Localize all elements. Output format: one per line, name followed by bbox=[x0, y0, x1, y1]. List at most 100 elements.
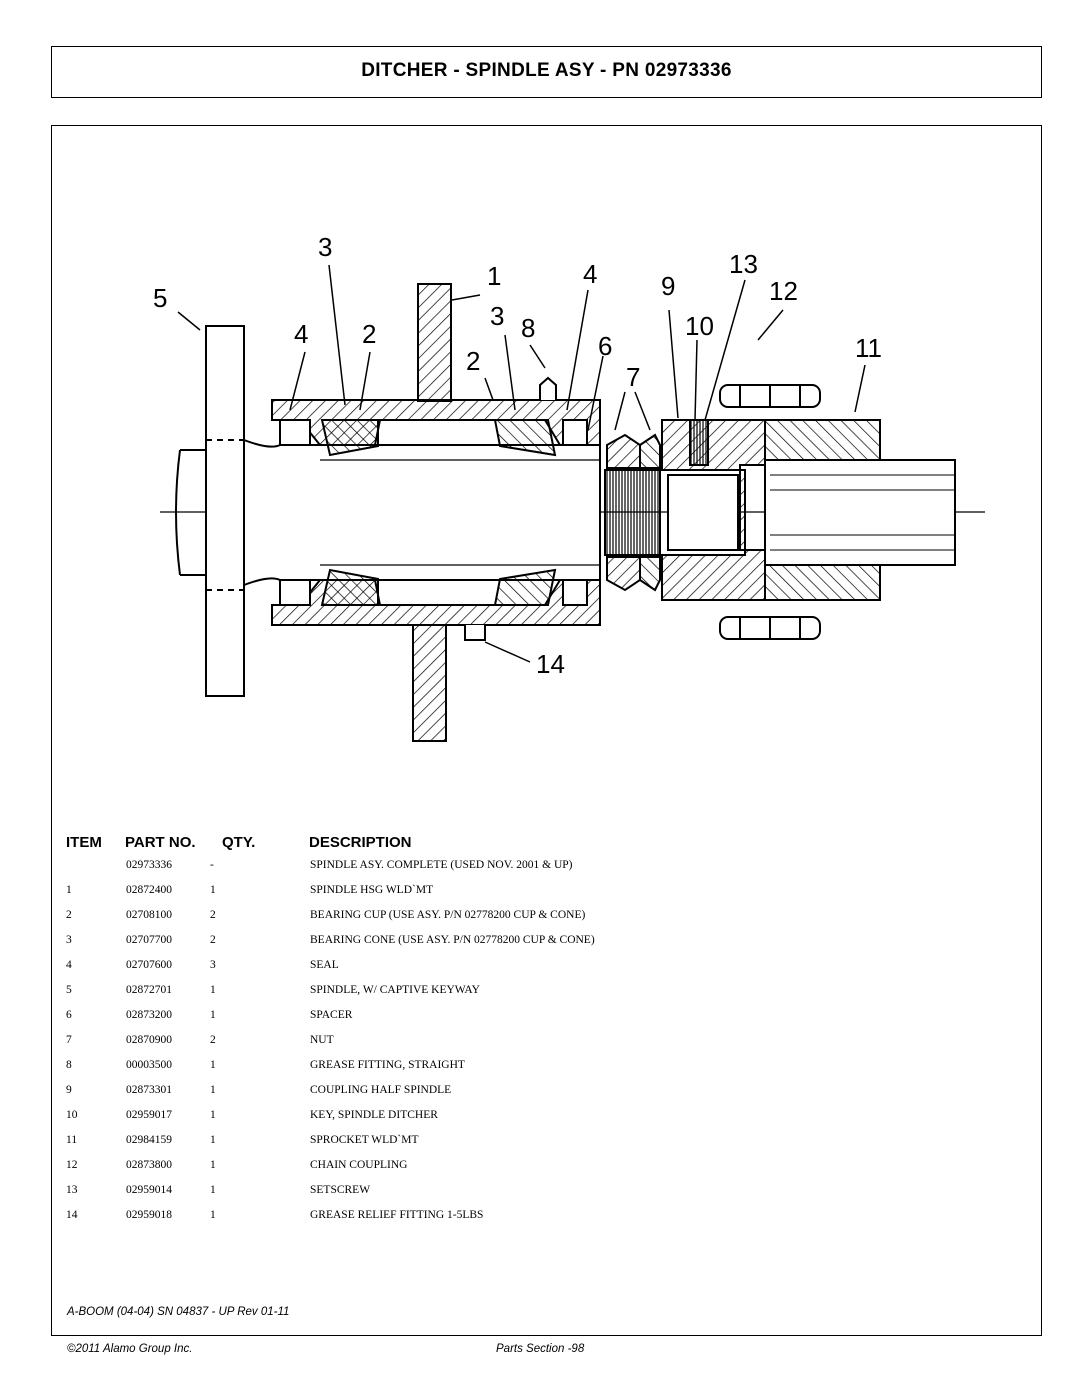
callout-13: 13 bbox=[729, 249, 758, 279]
table-row: 9 02873301 1 COUPLING HALF SPINDLE bbox=[0, 1084, 1080, 1104]
row-description: COUPLING HALF SPINDLE bbox=[310, 1084, 452, 1096]
table-row: 14 02959018 1 GREASE RELIEF FITTING 1-5L… bbox=[0, 1209, 1080, 1229]
row-part-no: 02708100 bbox=[126, 909, 172, 921]
row-part-no: 02959017 bbox=[126, 1109, 172, 1121]
row-item: 11 bbox=[66, 1134, 78, 1146]
row-part-no: 02707700 bbox=[126, 934, 172, 946]
header-description: DESCRIPTION bbox=[309, 834, 412, 851]
row-qty: 2 bbox=[210, 909, 216, 921]
row-item: 3 bbox=[66, 934, 72, 946]
page-number: Parts Section -98 bbox=[496, 1343, 585, 1355]
row-part-no: 02873200 bbox=[126, 1009, 172, 1021]
table-row: 5 02872701 1 SPINDLE, W/ CAPTIVE KEYWAY bbox=[0, 984, 1080, 1004]
header-item: ITEM bbox=[66, 834, 102, 851]
header-part-no: PART NO. bbox=[125, 834, 196, 851]
content-box bbox=[51, 125, 1042, 1336]
row-description: SPINDLE ASY. COMPLETE (USED NOV. 2001 & … bbox=[310, 859, 573, 871]
row-part-no: 02870900 bbox=[126, 1034, 172, 1046]
row-qty: 3 bbox=[210, 959, 216, 971]
row-item: 7 bbox=[66, 1034, 72, 1046]
row-part-no: 02873800 bbox=[126, 1159, 172, 1171]
row-qty: 1 bbox=[210, 1184, 216, 1196]
row-qty: 1 bbox=[210, 1209, 216, 1221]
callout-10: 10 bbox=[685, 311, 714, 341]
spindle-assembly-drawing: 3 1 4 13 12 5 9 3 8 10 4 2 6 11 2 7 14 bbox=[153, 232, 985, 742]
callout-3b: 3 bbox=[490, 301, 504, 331]
callout-8: 8 bbox=[521, 313, 535, 343]
row-description: SPROCKET WLD`MT bbox=[310, 1134, 419, 1146]
callout-3a: 3 bbox=[318, 232, 332, 262]
table-row: 12 02873800 1 CHAIN COUPLING bbox=[0, 1159, 1080, 1179]
callout-11: 11 bbox=[855, 333, 882, 363]
row-description: GREASE FITTING, STRAIGHT bbox=[310, 1059, 465, 1071]
table-row: 4 02707600 3 SEAL bbox=[0, 959, 1080, 979]
row-item: 6 bbox=[66, 1009, 72, 1021]
row-description: SETSCREW bbox=[310, 1184, 371, 1196]
callout-9: 9 bbox=[661, 271, 675, 301]
row-description: CHAIN COUPLING bbox=[310, 1159, 408, 1171]
callout-2b: 2 bbox=[466, 346, 480, 376]
row-description: SPACER bbox=[310, 1009, 353, 1021]
table-row: 3 02707700 2 BEARING CONE (USE ASY. P/N … bbox=[0, 934, 1080, 954]
row-item: 14 bbox=[66, 1209, 78, 1221]
callout-5: 5 bbox=[153, 283, 167, 313]
row-qty: - bbox=[210, 859, 214, 871]
row-item: 2 bbox=[66, 909, 72, 921]
row-item: 12 bbox=[66, 1159, 78, 1171]
copyright: ©2011 Alamo Group Inc. bbox=[67, 1343, 193, 1355]
row-description: NUT bbox=[310, 1034, 334, 1046]
table-row: 11 02984159 1 SPROCKET WLD`MT bbox=[0, 1134, 1080, 1154]
row-description: GREASE RELIEF FITTING 1-5LBS bbox=[310, 1209, 484, 1221]
callout-2a: 2 bbox=[362, 319, 376, 349]
row-qty: 2 bbox=[210, 934, 216, 946]
row-item: 4 bbox=[66, 959, 72, 971]
table-row: 8 00003500 1 GREASE FITTING, STRAIGHT bbox=[0, 1059, 1080, 1079]
row-item: 10 bbox=[66, 1109, 78, 1121]
table-row: 10 02959017 1 KEY, SPINDLE DITCHER bbox=[0, 1109, 1080, 1129]
table-row: 2 02708100 2 BEARING CUP (USE ASY. P/N 0… bbox=[0, 909, 1080, 929]
row-part-no: 02872701 bbox=[126, 984, 172, 996]
row-part-no: 02959018 bbox=[126, 1209, 172, 1221]
header-qty: QTY. bbox=[222, 834, 256, 851]
callout-6: 6 bbox=[598, 331, 612, 361]
row-qty: 1 bbox=[210, 1109, 216, 1121]
row-item: 9 bbox=[66, 1084, 72, 1096]
row-qty: 1 bbox=[210, 884, 216, 896]
callout-12: 12 bbox=[769, 276, 798, 306]
page-title: DITCHER - SPINDLE ASY - PN 02973336 bbox=[361, 60, 732, 81]
row-item: 1 bbox=[66, 884, 72, 896]
callout-4a: 4 bbox=[583, 259, 597, 289]
row-description: SEAL bbox=[310, 959, 339, 971]
row-description: SPINDLE, W/ CAPTIVE KEYWAY bbox=[310, 984, 480, 996]
row-qty: 1 bbox=[210, 1134, 216, 1146]
row-part-no: 00003500 bbox=[126, 1059, 172, 1071]
table-row: 7 02870900 2 NUT bbox=[0, 1034, 1080, 1054]
revision-note: A-BOOM (04-04) SN 04837 - UP Rev 01-11 bbox=[67, 1306, 290, 1318]
callout-4b: 4 bbox=[294, 319, 308, 349]
row-qty: 1 bbox=[210, 1009, 216, 1021]
row-item: 8 bbox=[66, 1059, 72, 1071]
row-part-no: 02973336 bbox=[126, 859, 172, 871]
row-qty: 1 bbox=[210, 984, 216, 996]
row-description: BEARING CUP (USE ASY. P/N 02778200 CUP &… bbox=[310, 909, 586, 921]
row-part-no: 02872400 bbox=[126, 884, 172, 896]
row-part-no: 02959014 bbox=[126, 1184, 172, 1196]
callout-1: 1 bbox=[487, 261, 501, 291]
row-qty: 2 bbox=[210, 1034, 216, 1046]
row-qty: 1 bbox=[210, 1084, 216, 1096]
row-part-no: 02707600 bbox=[126, 959, 172, 971]
row-description: KEY, SPINDLE DITCHER bbox=[310, 1109, 438, 1121]
row-part-no: 02873301 bbox=[126, 1084, 172, 1096]
table-row: 02973336 - SPINDLE ASY. COMPLETE (USED N… bbox=[0, 859, 1080, 879]
table-row: 13 02959014 1 SETSCREW bbox=[0, 1184, 1080, 1204]
table-row: 1 02872400 1 SPINDLE HSG WLD`MT bbox=[0, 884, 1080, 904]
callout-7: 7 bbox=[626, 362, 640, 392]
row-part-no: 02984159 bbox=[126, 1134, 172, 1146]
row-item: 13 bbox=[66, 1184, 78, 1196]
row-item: 5 bbox=[66, 984, 72, 996]
row-qty: 1 bbox=[210, 1159, 216, 1171]
row-description: SPINDLE HSG WLD`MT bbox=[310, 884, 434, 896]
table-row: 6 02873200 1 SPACER bbox=[0, 1009, 1080, 1029]
callout-14: 14 bbox=[536, 649, 565, 679]
row-description: BEARING CONE (USE ASY. P/N 02778200 CUP … bbox=[310, 934, 595, 946]
